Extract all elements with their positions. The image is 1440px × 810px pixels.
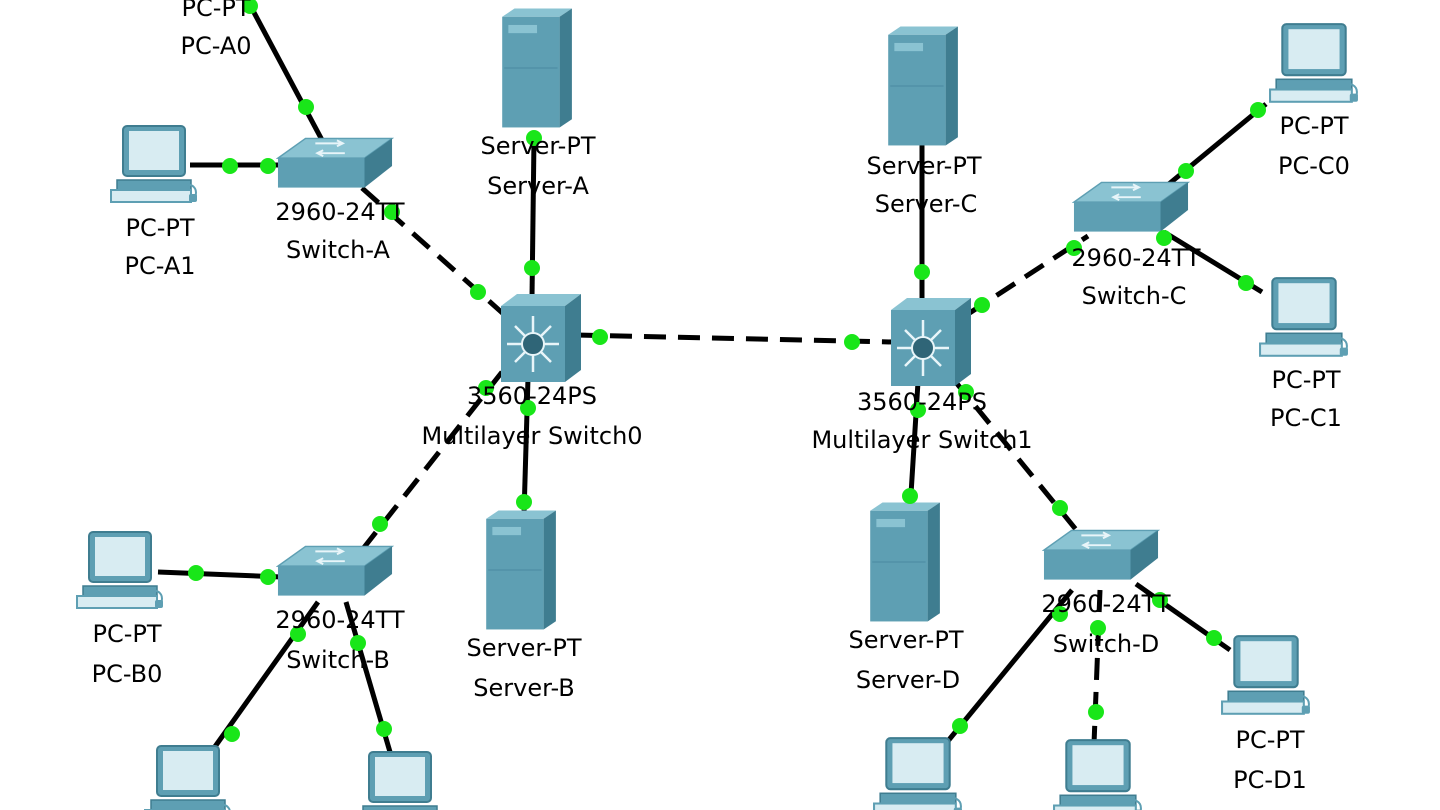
server-c-icon[interactable] — [887, 26, 959, 146]
mls0-model-label: 3560-24PS — [467, 382, 597, 410]
pc-bottom-left-b-icon[interactable] — [143, 744, 233, 810]
port-up-dot — [952, 718, 968, 734]
port-up-dot — [1052, 500, 1068, 516]
pc-c0-icon[interactable] — [1268, 22, 1360, 103]
port-up-dot — [350, 635, 366, 651]
port-up-dot — [298, 99, 314, 115]
port-up-dot — [1238, 275, 1254, 291]
switch-c-icon[interactable] — [1072, 181, 1190, 233]
port-up-dot — [592, 329, 608, 345]
port-up-dot — [1178, 163, 1194, 179]
port-up-dot — [224, 726, 240, 742]
port-up-dot — [524, 260, 540, 276]
port-up-dot — [470, 284, 486, 300]
switch-a-name-label: Switch-A — [286, 236, 390, 264]
link-switchd-pc-bottom-right[interactable] — [1091, 589, 1103, 745]
multilayer-switch1-icon[interactable] — [889, 296, 973, 388]
pc-a1-name-label: PC-A1 — [124, 252, 195, 280]
switch-a-icon[interactable] — [276, 137, 394, 189]
link-pca0-switcha[interactable] — [247, 3, 325, 142]
server-a-name-label: Server-A — [487, 172, 589, 200]
pc-b0-icon[interactable] — [75, 530, 165, 610]
pc-d1-icon[interactable] — [1220, 634, 1312, 715]
mls1-model-label: 3560-24PS — [857, 388, 987, 416]
pc-b0-name-label: PC-B0 — [92, 660, 163, 688]
pc-c1-model-label: PC-PT — [1271, 366, 1340, 394]
multilayer-switch0-icon[interactable] — [499, 292, 583, 384]
devices — [75, 8, 1360, 810]
pc-bottom-mid-b-icon[interactable] — [355, 750, 445, 810]
port-up-dot — [1152, 592, 1168, 608]
port-up-dot — [1052, 606, 1068, 622]
server-b-name-label: Server-B — [473, 674, 574, 702]
switch-c-model-label: 2960-24TT — [1071, 244, 1201, 272]
pc-a1-icon[interactable] — [109, 124, 199, 204]
mls1-name-label: Multilayer Switch1 — [811, 426, 1032, 454]
pc-d1-name-label: PC-D1 — [1233, 766, 1307, 794]
switch-b-name-label: Switch-B — [286, 646, 390, 674]
switch-c-name-label: Switch-C — [1082, 282, 1187, 310]
port-up-dot — [1206, 630, 1222, 646]
pc-a0-name-label: PC-A0 — [180, 32, 251, 60]
switch-d-name-label: Switch-D — [1053, 630, 1160, 658]
pc-d1-model-label: PC-PT — [1235, 726, 1304, 754]
pc-a0-model-label: PC-PT — [181, 0, 250, 22]
mls0-name-label: Multilayer Switch0 — [421, 422, 642, 450]
port-up-dot — [478, 380, 494, 396]
server-c-model-label: Server-PT — [867, 152, 982, 180]
port-up-dot — [914, 264, 930, 280]
port-up-dot — [1156, 230, 1172, 246]
device-labels: PC-PT PC-A0 PC-PT PC-A1 2960-24TT Switch… — [92, 0, 1350, 794]
port-up-dot — [290, 626, 306, 642]
server-b-icon[interactable] — [485, 510, 557, 630]
switch-d-model-label: 2960-24TT — [1041, 590, 1171, 618]
link-switchb-pc-bottom-left[interactable] — [211, 600, 321, 750]
port-up-dot — [260, 569, 276, 585]
pc-c0-name-label: PC-C0 — [1278, 152, 1350, 180]
pc-c1-icon[interactable] — [1258, 276, 1350, 357]
port-up-dot — [844, 334, 860, 350]
pc-b0-model-label: PC-PT — [92, 620, 161, 648]
port-up-dot — [372, 516, 388, 532]
port-up-dot — [958, 384, 974, 400]
port-up-dot — [222, 158, 238, 174]
switch-b-icon[interactable] — [276, 545, 394, 597]
port-up-dot — [1250, 102, 1266, 118]
port-up-dot — [1090, 620, 1106, 636]
switch-a-model-label: 2960-24TT — [275, 198, 405, 226]
switch-b-model-label: 2960-24TT — [275, 606, 405, 634]
pc-bottom-left-d-icon[interactable] — [872, 736, 964, 810]
port-up-dot — [1066, 240, 1082, 256]
server-b-model-label: Server-PT — [467, 634, 582, 662]
port-up-dot — [520, 400, 536, 416]
link-pcc0-switchc[interactable] — [1162, 102, 1268, 190]
port-up-dot — [384, 204, 400, 220]
link-mls0-mls1[interactable] — [575, 332, 893, 345]
server-a-model-label: Server-PT — [481, 132, 596, 160]
pc-bottom-right-d-icon[interactable] — [1052, 738, 1144, 810]
switch-d-icon[interactable] — [1042, 529, 1160, 581]
server-c-name-label: Server-C — [875, 190, 978, 218]
port-up-dot — [526, 130, 542, 146]
port-up-dot — [516, 494, 532, 510]
pc-c0-model-label: PC-PT — [1279, 112, 1348, 140]
port-up-dot — [974, 297, 990, 313]
pc-a1-model-label: PC-PT — [125, 214, 194, 242]
port-up-dot — [1088, 704, 1104, 720]
port-up-dot — [260, 158, 276, 174]
port-up-dot — [376, 721, 392, 737]
port-up-dot — [242, 0, 258, 14]
server-a-icon[interactable] — [501, 8, 573, 128]
port-up-dot — [902, 488, 918, 504]
port-up-dot — [910, 402, 926, 418]
pc-c1-name-label: PC-C1 — [1270, 404, 1342, 432]
port-status-dots — [188, 0, 1266, 742]
server-d-model-label: Server-PT — [849, 626, 964, 654]
server-d-icon[interactable] — [869, 502, 941, 622]
port-up-dot — [188, 565, 204, 581]
server-d-name-label: Server-D — [856, 666, 960, 694]
